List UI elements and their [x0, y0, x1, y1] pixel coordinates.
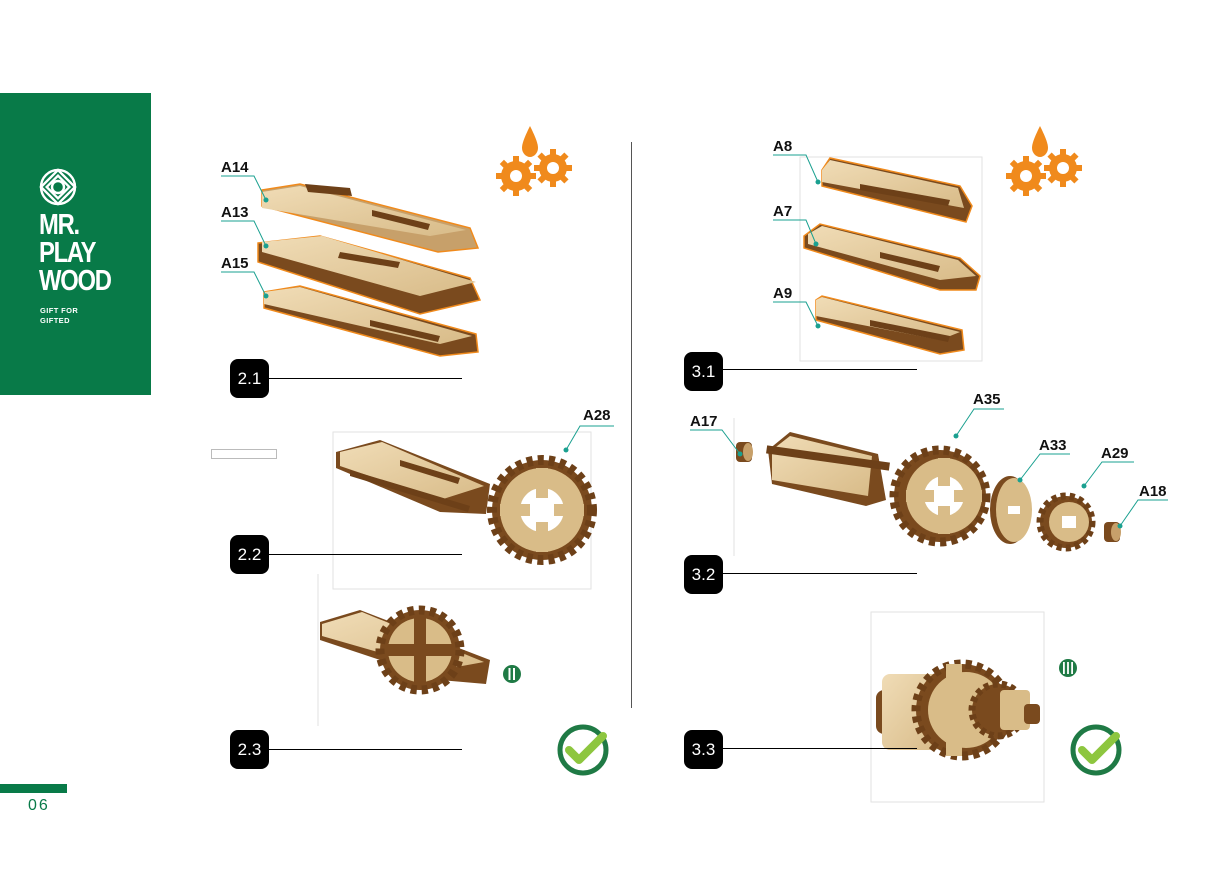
frame-3-3 [870, 611, 1045, 803]
part-label-a17: A17 [690, 413, 718, 430]
part-a17-spacer [736, 442, 753, 462]
part-shaft-3-2 [766, 432, 890, 506]
step-line-3-3 [723, 748, 917, 749]
part-a15-plank [263, 285, 479, 357]
step-line-2-1 [269, 378, 462, 379]
part-label-a33: A33 [1039, 437, 1067, 454]
step-badge-3-2: 3.2 [684, 555, 723, 594]
step-line-2-2 [269, 554, 462, 555]
part-label-a7: A7 [773, 203, 793, 220]
column-divider [631, 142, 632, 708]
step-line-3-2 [723, 573, 917, 574]
part-assembly-2-3 [320, 605, 490, 695]
step-badge-2-1: 2.1 [230, 359, 269, 398]
part-a35-gear [889, 445, 991, 547]
part-a8-plank [821, 157, 973, 223]
part-a29-gear [1036, 492, 1096, 552]
part-a33-disc [990, 476, 1032, 544]
step-line-3-1 [723, 369, 917, 370]
part-label-a18: A18 [1139, 483, 1167, 500]
part-label-a35: A35 [973, 391, 1001, 408]
part-label-a29: A29 [1101, 445, 1129, 462]
part-a9-plank [815, 295, 965, 355]
frame-3-1 [799, 156, 983, 362]
leader-dots [263, 179, 1123, 529]
step-line-2-3 [269, 749, 462, 750]
part-label-a15: A15 [221, 255, 249, 272]
step-badge-2-2: 2.2 [230, 535, 269, 574]
brand-logo-icon [39, 168, 77, 206]
part-assembly-3-3 [876, 659, 1040, 761]
roman-three-badge-icon [1059, 659, 1077, 677]
page-number-bar [0, 784, 67, 793]
part-label-a13: A13 [221, 204, 249, 221]
brand-name: MR. PLAY WOOD [39, 209, 112, 297]
leader-lines [221, 154, 1168, 527]
check-circle-icon-left [557, 724, 609, 776]
brand-tagline: GIFT FOR GIFTED [40, 306, 79, 325]
part-label-a14: A14 [221, 159, 249, 176]
oil-gears-icon-right [1006, 126, 1082, 196]
part-a14-plank [261, 183, 480, 253]
part-assembly-2-2 [336, 440, 490, 514]
part-label-a8: A8 [773, 138, 793, 155]
page-number: 06 [28, 797, 50, 814]
roman-two-badge-icon [503, 665, 521, 683]
part-label-a28: A28 [583, 407, 611, 424]
brand-panel: MR. PLAY WOOD GIFT FOR GIFTED [0, 93, 151, 395]
part-a7-plank [803, 223, 981, 291]
part-label-a9: A9 [773, 285, 793, 302]
check-circle-icon-right [1070, 724, 1122, 776]
part-a13-plank [257, 235, 482, 315]
step-badge-3-3: 3.3 [684, 730, 723, 769]
step-badge-2-3: 2.3 [230, 730, 269, 769]
step-badge-3-1: 3.1 [684, 352, 723, 391]
empty-frame [211, 449, 277, 459]
part-a28-gear [487, 455, 597, 565]
oil-gears-icon-left [496, 126, 572, 196]
